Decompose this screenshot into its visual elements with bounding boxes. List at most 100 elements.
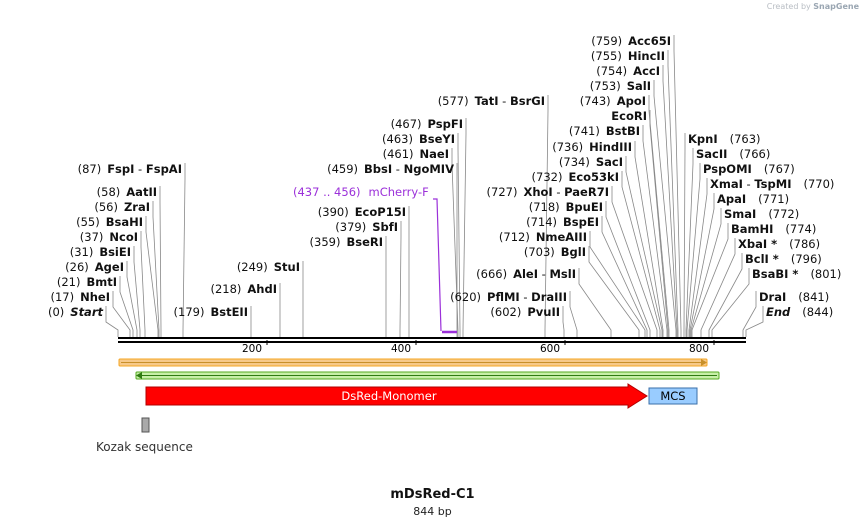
site-name: BspEI (563, 215, 599, 229)
site-ahdi[interactable]: (218)AhdI (210, 282, 277, 296)
site-ecori[interactable]: EcoRI (611, 109, 647, 123)
site-kpni[interactable]: KpnI(763) (688, 132, 761, 146)
site-leader-line (145, 216, 159, 337)
site-sacii[interactable]: SacII(766) (696, 147, 770, 161)
site-sbfi[interactable]: (379)SbfI (335, 220, 398, 234)
site-leader-line (621, 171, 661, 337)
site-label: BamHI(774) (731, 222, 816, 236)
site-name: BseRI (346, 235, 383, 249)
site-name: FspI (107, 162, 134, 176)
site-pflmi[interactable]: (620)PflMI - DraIII (450, 290, 567, 304)
site-bstbi[interactable]: (741)BstBI (569, 124, 640, 138)
orf-forward[interactable] (118, 358, 708, 367)
site-position: - (553, 185, 564, 199)
site-hindiii[interactable]: (736)HindIII (552, 140, 632, 154)
site-label: (741)BstBI (569, 124, 640, 138)
site-name: EcoP15I (355, 205, 406, 219)
site-label: (759)Acc65I (591, 34, 671, 48)
site-apoi[interactable]: (743)ApoI (580, 94, 646, 108)
ruler-tick-800: 800 (689, 343, 709, 355)
site-bcli[interactable]: BclI *(796) (745, 252, 822, 266)
site-pspomi[interactable]: PspOMI(767) (703, 162, 795, 176)
site-xbai[interactable]: XbaI *(786) (738, 237, 820, 251)
site-name: PspFI (428, 117, 463, 131)
site-bseyi[interactable]: (463)BseYI (382, 132, 455, 146)
site-bamhi[interactable]: BamHI(774) (731, 222, 816, 236)
site-label: XmaI - TspMI(770) (710, 177, 834, 191)
site-label: (753)SalI (590, 79, 651, 93)
site-leader-line (605, 201, 651, 337)
site-position: - (499, 94, 510, 108)
site-position: (714) (526, 215, 557, 229)
site-stui[interactable]: (249)StuI (237, 260, 300, 274)
site-nmeaiii[interactable]: (712)NmeAIII (499, 230, 587, 244)
site-acci[interactable]: (754)AccI (596, 64, 660, 78)
site-naei[interactable]: (461)NaeI (383, 147, 449, 161)
site-pvuii[interactable]: (602)PvuII (490, 305, 560, 319)
site-bseri[interactable]: (359)BseRI (310, 235, 383, 249)
site-bbsi[interactable]: (459)BbsI - NgoMIV (327, 162, 454, 176)
site-leader-line (133, 246, 141, 337)
site-acc65i[interactable]: (759)Acc65I (591, 34, 671, 48)
site-xmai[interactable]: XmaI - TspMI(770) (710, 177, 834, 191)
site-tati[interactable]: (577)TatI - BsrGI (438, 94, 545, 108)
site-leader-line (105, 306, 119, 337)
site-zrai[interactable]: (56)ZraI (94, 200, 150, 214)
site-name: BmtI (86, 275, 117, 289)
site-leader-line (667, 50, 679, 337)
site-bsteii[interactable]: (179)BstEII (174, 305, 248, 319)
site-name: EcoRI (611, 109, 647, 123)
feature-kozak[interactable]: Kozak sequence (96, 417, 193, 454)
feature-dsred-monomer[interactable]: DsRed-Monomer (145, 383, 648, 409)
site-position: (463) (382, 132, 413, 146)
site-apai[interactable]: ApaI(771) (717, 192, 789, 206)
site-position: (467) (391, 117, 422, 131)
primer-mcherry-f[interactable]: (437 .. 456)mCherry-F (293, 185, 457, 334)
site-leader-line (589, 231, 646, 337)
site-sali[interactable]: (753)SalI (590, 79, 651, 93)
site-fspi[interactable]: (87)FspI - FspAI (78, 162, 182, 176)
site-bsahi[interactable]: (55)BsaHI (76, 215, 143, 229)
site-label: (87)FspI - FspAI (78, 162, 182, 176)
site-aatii[interactable]: (58)AatII (97, 185, 157, 199)
site-leader-line (601, 216, 648, 337)
site-label: (390)EcoP15I (318, 205, 406, 219)
site-position: (26) (65, 260, 89, 274)
site-position: - (520, 290, 531, 304)
site-xhoi[interactable]: (727)XhoI - PaeR7I (487, 185, 609, 199)
site-nhei[interactable]: (17)NheI (51, 290, 111, 304)
site-position: (754) (596, 64, 627, 78)
site-start[interactable]: (0)Start (48, 305, 104, 319)
site-ecop15i[interactable]: (390)EcoP15I (318, 205, 406, 219)
site-agei[interactable]: (26)AgeI (65, 260, 124, 274)
site-smai[interactable]: SmaI(772) (724, 207, 799, 221)
site-pspfi[interactable]: (467) PspFI (391, 117, 463, 131)
site-eco53ki[interactable]: (732)Eco53kI (532, 170, 619, 184)
site-position: (718) (529, 200, 560, 214)
site-end[interactable]: End(844) (766, 305, 833, 319)
site-ncoi[interactable]: (37)NcoI (80, 230, 138, 244)
ruler-tick-600: 600 (540, 343, 560, 355)
feature-mcs[interactable]: MCS (648, 387, 698, 405)
site-bspei[interactable]: (714) BspEI (526, 215, 599, 229)
site-alei[interactable]: (666)AleI - MslI (476, 267, 576, 281)
site-saci[interactable]: (734)SacI (559, 155, 623, 169)
site-hincii[interactable]: (755)HincII (591, 49, 665, 63)
site-leader-line (653, 80, 677, 337)
site-bsabi[interactable]: BsaBI *(801) (752, 267, 841, 281)
ruler-tick-400: 400 (391, 343, 411, 355)
site-position: (712) (499, 230, 530, 244)
site-leader-line (152, 201, 160, 337)
site-drai[interactable]: DraI(841) (759, 290, 829, 304)
snapgene-logo: SnapGene (813, 2, 859, 11)
orf-reverse[interactable] (135, 371, 720, 380)
site-bgli[interactable]: (703)BglI (524, 245, 586, 259)
site-leader-line (708, 253, 743, 337)
site-bpuei[interactable]: (718)BpuEI (529, 200, 603, 214)
site-position: - (392, 162, 403, 176)
site-name: BstBI (606, 124, 640, 138)
site-position: (786) (789, 237, 820, 251)
site-name: NgoMIV (404, 162, 454, 176)
site-bmti[interactable]: (21)BmtI (57, 275, 117, 289)
site-bsiei[interactable]: (31)BsiEI (70, 245, 131, 259)
